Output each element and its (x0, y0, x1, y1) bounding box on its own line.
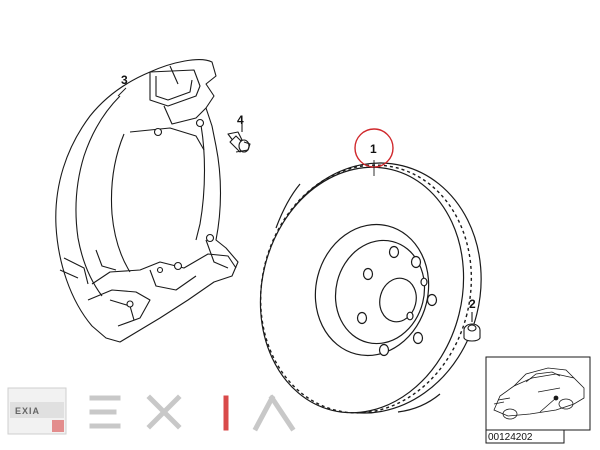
car-inset-thumbnail: 00124202 (485, 356, 591, 444)
car-icon (493, 367, 585, 420)
exia-logo-text: EXIA (15, 406, 40, 416)
bolt-part-4 (227, 120, 251, 153)
exia-wordmark-icon (89, 394, 296, 432)
callout-part-4: 4 (237, 113, 244, 127)
inset-reference-number: 00124202 (488, 432, 533, 443)
callout-part-1: 1 (370, 142, 377, 156)
exia-logo-icon: EXIA (7, 387, 67, 435)
screw-part-2 (463, 312, 481, 342)
callout-part-3: 3 (121, 73, 128, 87)
brake-disc-part (259, 162, 482, 414)
callout-part-2: 2 (469, 297, 476, 311)
dust-shield-part (55, 59, 239, 343)
